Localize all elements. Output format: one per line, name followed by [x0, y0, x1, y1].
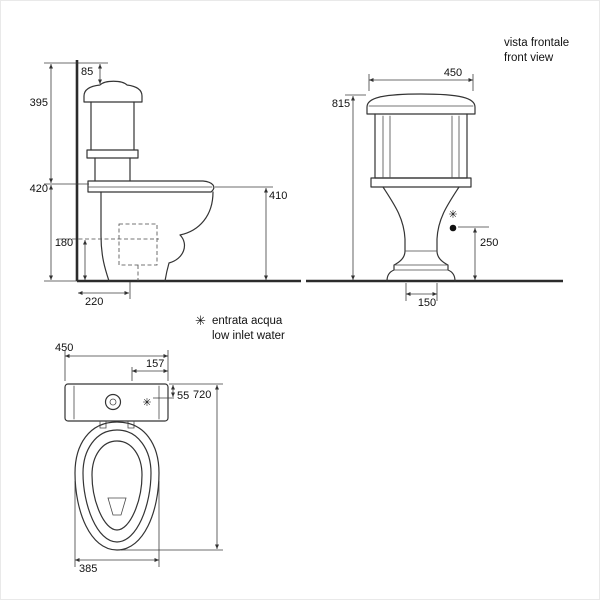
front-view-title-en: front view [504, 52, 554, 64]
dim-label-410: 410 [269, 190, 287, 202]
cistern-pedestal-side [94, 157, 131, 182]
cistern-base-molding-side [86, 149, 139, 159]
dim-label-150: 150 [418, 297, 436, 309]
bowl-rear-profile [100, 191, 110, 282]
legend-text-en: low inlet water [212, 330, 285, 342]
dim-label-157: 157 [146, 358, 164, 370]
dim-label-220: 220 [85, 296, 103, 308]
water-inlet-dot [449, 224, 457, 232]
flush-knob-inner [109, 398, 117, 406]
front-view: vista frontale front view ✳ 450 815 250 … [306, 37, 569, 309]
front-view-title-it: vista frontale [504, 37, 569, 49]
dim-label-720: 720 [193, 389, 211, 401]
dim-label-420: 420 [30, 183, 48, 195]
dim-label-450-front: 450 [444, 67, 462, 79]
pedestal-left-profile [382, 186, 406, 282]
dim-label-450-plan: 450 [55, 342, 73, 354]
legend-asterisk: ✳ [195, 313, 206, 328]
cistern-base-molding-front [370, 177, 472, 188]
dim-label-250: 250 [480, 237, 498, 249]
dim-label-395: 395 [30, 97, 48, 109]
cistern-body-side [90, 101, 135, 151]
side-view: 85 395 420 180 410 220 [30, 60, 301, 308]
legend: ✳ entrata acqua low inlet water [195, 313, 285, 342]
cistern-body-front [374, 113, 468, 179]
bowl-opening-plan [91, 440, 143, 531]
pedestal-right-profile [436, 186, 460, 282]
cistern-lid-side [83, 80, 143, 103]
plan-view: ✳ 450 157 55 720 385 [55, 342, 223, 575]
water-spot-plan [107, 497, 127, 516]
cistern-lid-front [366, 93, 476, 115]
trap-hidden-outline [118, 223, 158, 266]
cistern-plan [64, 383, 169, 422]
water-inlet-asterisk-plan: ✳ [142, 397, 151, 409]
flush-knob-outer [104, 393, 122, 411]
legend-text-it: entrata acqua [212, 315, 283, 327]
dim-label-385: 385 [79, 563, 97, 575]
bowl-front-profile [164, 191, 214, 282]
seat-hinges-plan [99, 420, 135, 429]
dim-label-180: 180 [55, 237, 73, 249]
cistern-flute-lines [382, 115, 460, 178]
seat-side [87, 180, 215, 193]
seat-ring-plan [82, 429, 152, 543]
dim-label-815: 815 [332, 98, 350, 110]
water-inlet-asterisk-front: ✳ [448, 209, 457, 221]
bowl-outer-plan [74, 421, 160, 551]
dim-label-55: 55 [177, 390, 189, 402]
dim-label-85: 85 [81, 66, 93, 78]
